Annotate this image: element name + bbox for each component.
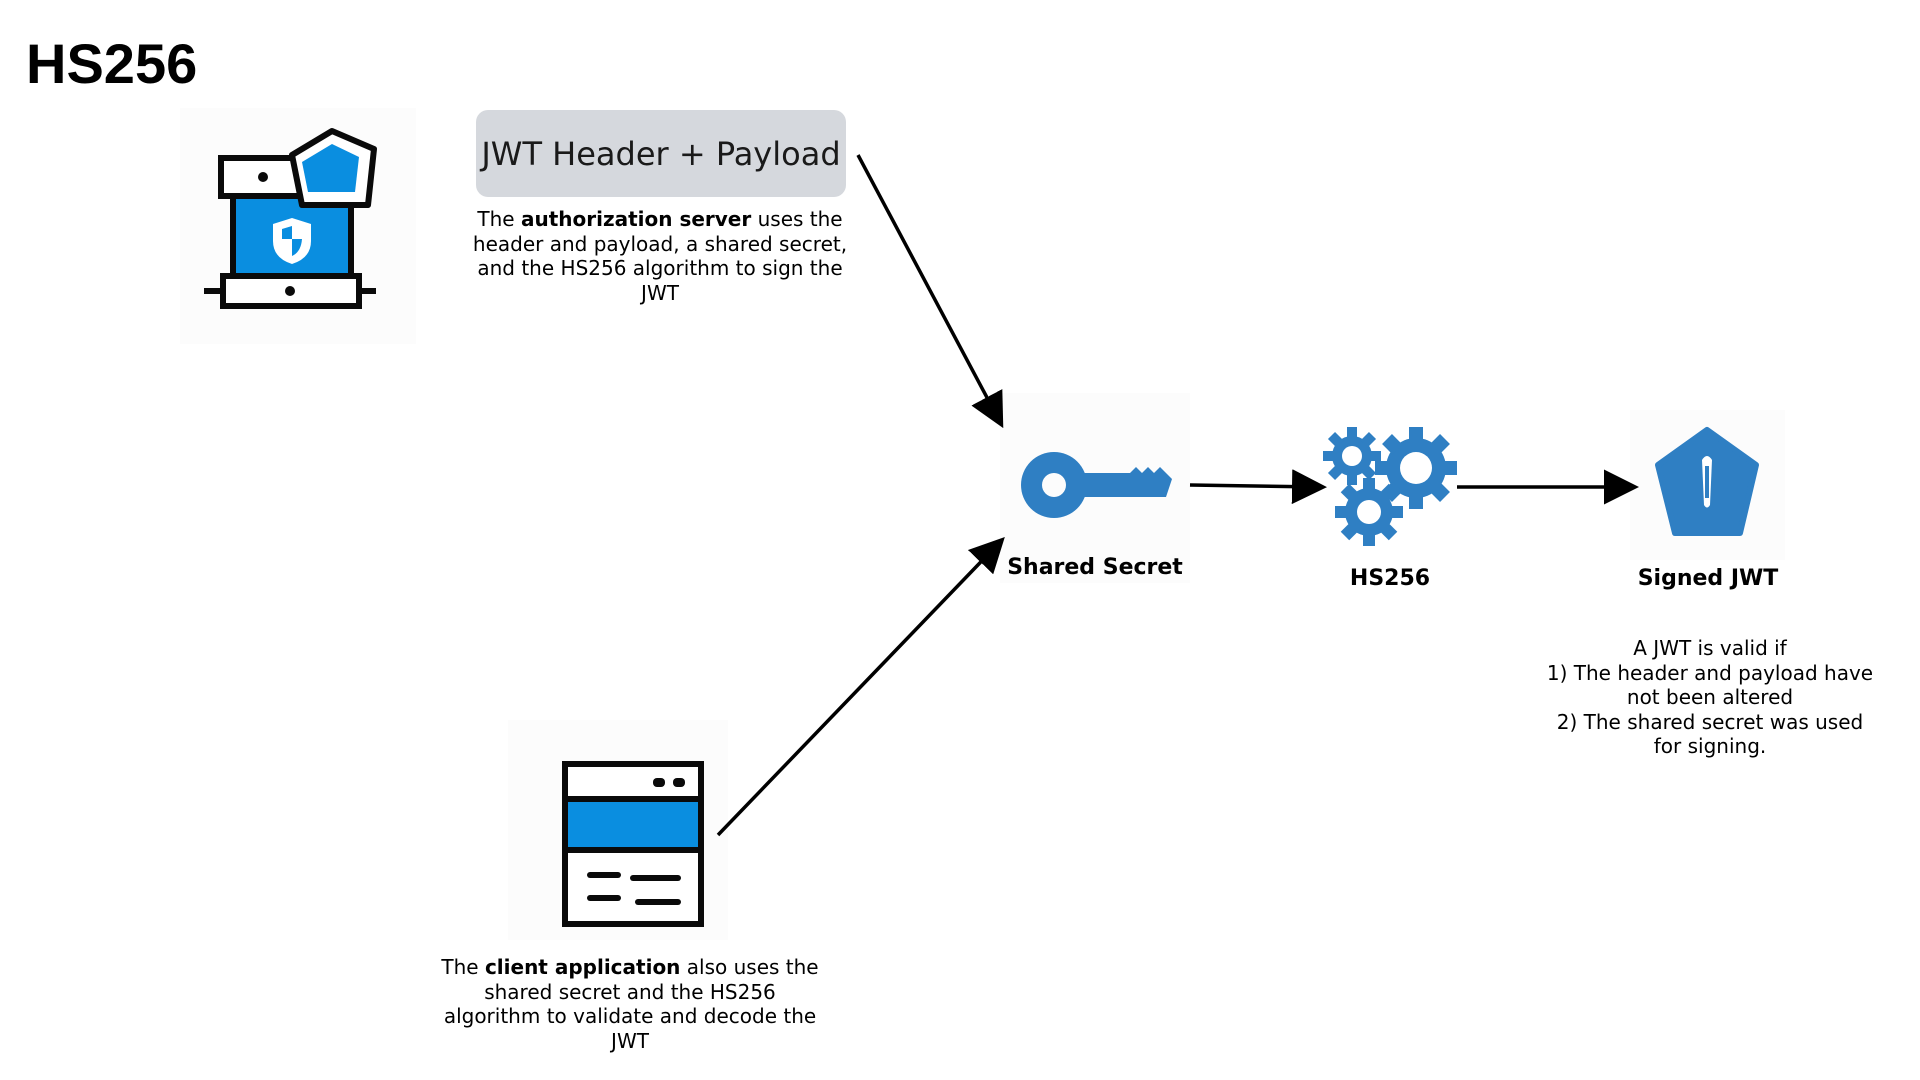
signed-jwt-label: Signed JWT: [1637, 566, 1779, 591]
auth-caption-post: uses the header and payload, a shared se…: [472, 207, 848, 305]
key-icon: [1021, 452, 1172, 518]
validity-line-1: A JWT is valid if: [1633, 636, 1787, 660]
arrow-header-to-secret: [856, 154, 1004, 429]
validity-line-3: not been altered: [1626, 685, 1794, 709]
auth-caption-pre: The: [477, 207, 521, 231]
client-tile: [508, 720, 728, 940]
auth-server-caption: The authorization server uses the header…: [470, 207, 850, 305]
gears-tile: [1315, 420, 1465, 550]
key-tile: [1000, 393, 1190, 583]
auth-caption-bold: authorization server: [520, 207, 752, 231]
gears-icon: [1323, 427, 1457, 546]
jwt-header-payload-box: JWT Header + Payload: [476, 110, 846, 197]
arrow-client-to-secret: [716, 536, 1005, 837]
shared-secret-label: Shared Secret: [1007, 555, 1183, 580]
page-title: HS256: [26, 32, 198, 95]
client-caption-pre: The: [441, 955, 485, 979]
jwt-tile: [1630, 410, 1785, 560]
validity-note: A JWT is valid if 1) The header and payl…: [1520, 636, 1900, 759]
arrow-secret-to-hs256: [1189, 469, 1327, 505]
server-tile: [180, 108, 416, 344]
validity-line-5: for signing.: [1653, 734, 1767, 758]
client-caption-post: also uses the shared secret and the HS25…: [443, 955, 819, 1053]
client-caption-bold: client application: [484, 955, 681, 979]
server-shield-icon: [204, 128, 377, 309]
validity-line-4: 2) The shared secret was used: [1556, 709, 1864, 734]
jwt-header-payload-label: JWT Header + Payload: [481, 134, 841, 173]
client-app-caption: The client application also uses the sha…: [440, 955, 820, 1053]
browser-window-icon: [562, 761, 704, 927]
hs256-label: HS256: [1349, 566, 1431, 591]
jwt-badge-icon: [1655, 427, 1759, 536]
validity-line-2: 1) The header and payload have: [1546, 660, 1874, 685]
